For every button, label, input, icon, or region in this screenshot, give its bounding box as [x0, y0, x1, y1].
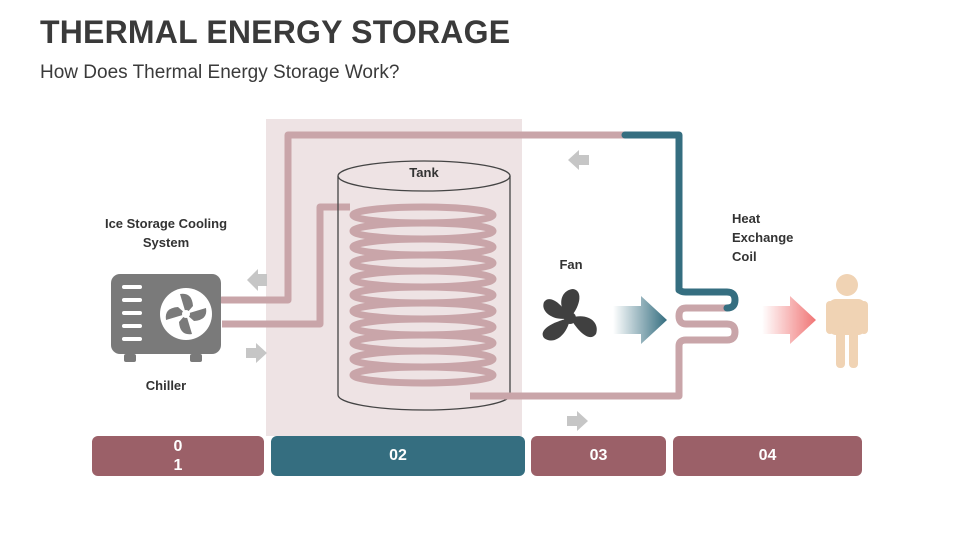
- supply-pipe: [222, 203, 350, 328]
- air-flow-arrow: [613, 296, 667, 344]
- chiller-fan-icon: [160, 288, 212, 340]
- step-02-label: 02: [389, 447, 407, 464]
- ice-storage-label: Ice Storage Cooling System: [104, 216, 228, 250]
- storage-coil: [349, 203, 497, 387]
- chiller-unit: [111, 274, 221, 362]
- tank-label: Tank: [409, 165, 439, 180]
- step-03-label: 03: [589, 447, 608, 464]
- page-subtitle: How Does Thermal Energy Storage Work?: [40, 62, 400, 83]
- heat-exchange-coil: [675, 284, 739, 354]
- flow-arrow-icon: [246, 150, 589, 431]
- step-02-box: 02: [271, 436, 525, 476]
- tank-cylinder: [337, 160, 511, 411]
- return-pipe: [218, 131, 683, 304]
- fan-label: Fan: [559, 257, 583, 272]
- step-04-label: 04: [758, 447, 777, 464]
- outlet-pipe: [470, 350, 683, 400]
- page-title: THERMAL ENERGY STORAGE: [40, 14, 511, 50]
- step-03-box: 03: [531, 436, 666, 476]
- person-icon: [826, 274, 868, 368]
- fan-icon: [542, 289, 597, 341]
- heat-exchange-label: Heat Exchange Coil: [732, 211, 794, 264]
- heat-arrow: [762, 296, 816, 344]
- step-01-label: 01: [173, 438, 183, 474]
- chiller-label: Chiller: [145, 378, 187, 393]
- step-01-box: 01: [92, 436, 264, 476]
- step-04-box: 04: [673, 436, 862, 476]
